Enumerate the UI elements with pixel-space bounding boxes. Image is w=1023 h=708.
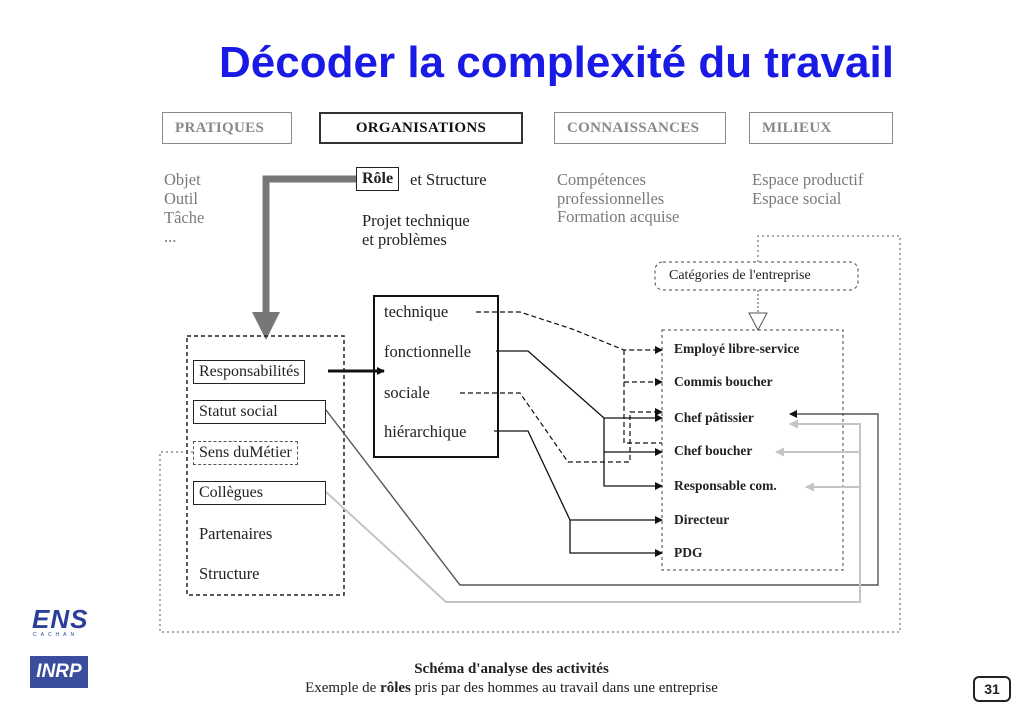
role-chef-patissier: Chef pâtissier <box>674 410 754 425</box>
role-responsable-com: Responsable com. <box>674 478 777 493</box>
role-chef-boucher: Chef boucher <box>674 443 753 458</box>
header-milieux: MILIEUX <box>749 112 893 144</box>
header-organisations: ORGANISATIONS <box>319 112 523 144</box>
connaissances-item: Compétences <box>557 170 646 189</box>
caption-title: Schéma d'analyse des activités <box>414 661 609 677</box>
page-number: 31 <box>973 676 1011 702</box>
role-pdg: PDG <box>674 545 703 560</box>
item-statut-social: Statut social <box>193 400 326 424</box>
caption-prefix: Exemple de <box>305 680 377 696</box>
caption-suffix: pris par des hommes au travail dans une … <box>414 680 718 696</box>
ens-logo-sub: CACHAN <box>33 632 79 638</box>
pratiques-item: Tâche <box>164 208 205 227</box>
role-arrow-line <box>262 175 356 316</box>
caption-bold: rôles <box>380 680 411 696</box>
milieux-item: Espace social <box>752 189 842 208</box>
page-title: Décoder la complexité du travail <box>219 38 894 87</box>
left-items-frame <box>186 335 345 596</box>
dimension-technique: technique <box>384 302 449 321</box>
role-box: Rôle <box>356 167 400 191</box>
role-employe-libre-service: Employé libre-service <box>674 341 800 356</box>
projet-line2: et problèmes <box>362 230 447 249</box>
ens-logo: ENS <box>32 604 89 634</box>
connaissances-item: professionnelles <box>557 189 665 208</box>
milieux-item: Espace productif <box>752 170 864 189</box>
role-directeur: Directeur <box>674 512 730 527</box>
item-sens-du-metier: Sens duMétier <box>193 441 298 465</box>
dimension-hierarchique: hiérarchique <box>384 422 467 441</box>
projet-line1: Projet technique <box>362 211 470 230</box>
role-commis-boucher: Commis boucher <box>674 374 773 389</box>
header-pratiques: PRATIQUES <box>162 112 292 144</box>
structure-label: et Structure <box>410 170 487 189</box>
dimension-sociale: sociale <box>384 383 430 402</box>
item-structure: Structure <box>199 564 260 583</box>
pratiques-item: ... <box>164 227 177 246</box>
dimension-fonctionnelle: fonctionnelle <box>384 342 472 361</box>
categories-label: Catégories de l'entreprise <box>669 268 811 283</box>
header-connaissances: CONNAISSANCES <box>554 112 726 144</box>
inrp-logo: INRP <box>30 656 88 688</box>
dimensions-frame <box>373 295 499 458</box>
categories-frame <box>654 261 859 291</box>
item-collegues: Collègues <box>193 481 326 505</box>
connaissances-item: Formation acquise <box>557 207 680 226</box>
item-partenaires: Partenaires <box>199 524 273 543</box>
item-responsabilites: Responsabilités <box>193 360 306 384</box>
pratiques-item: Outil <box>164 189 198 208</box>
caption-subtitle: Exemple de rôles pris par des hommes au … <box>0 680 1023 697</box>
pratiques-item: Objet <box>164 170 201 189</box>
role-arrow-head <box>252 312 280 340</box>
